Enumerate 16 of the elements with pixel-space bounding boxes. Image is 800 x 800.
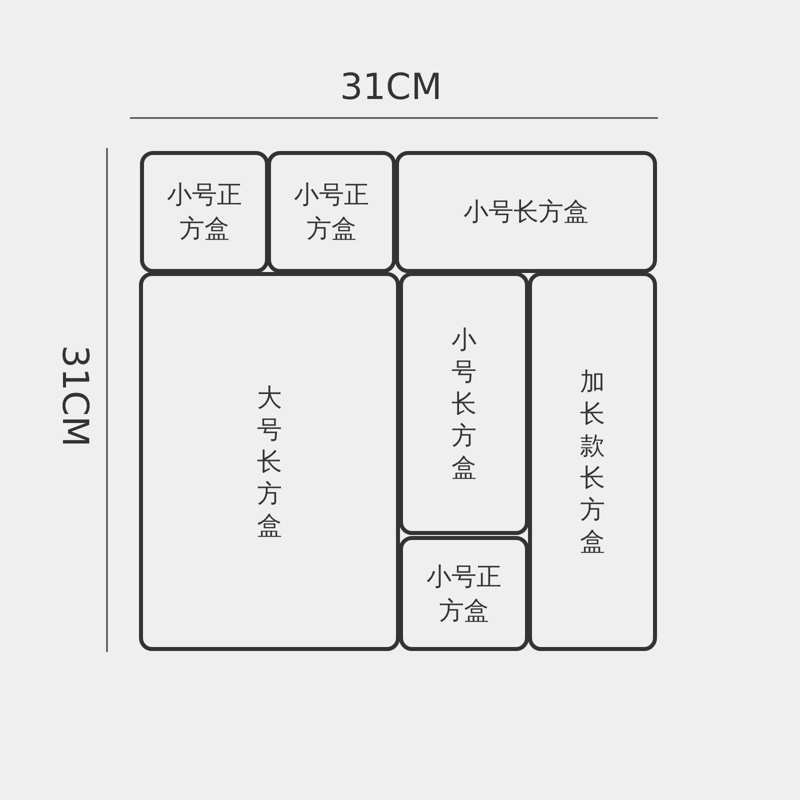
box-label: 小号正方盒 <box>426 560 502 626</box>
box-label: 加长款长方盒 <box>579 366 606 558</box>
storage-box <box>395 151 657 273</box>
box-label: 小号正方盒 <box>293 179 370 245</box>
box-label: 小号长方盒 <box>450 324 478 484</box>
storage-box <box>528 272 657 651</box>
dimension-label: 31CM <box>340 68 442 108</box>
box-label: 小号正方盒 <box>166 179 243 245</box>
storage-box <box>399 536 529 651</box>
storage-box <box>139 272 400 651</box>
dimension-label: 31CM <box>54 345 94 448</box>
box-label: 小号长方盒 <box>464 196 588 228</box>
storage-box <box>399 272 529 535</box>
box-label: 大号长方盒 <box>256 382 283 542</box>
storage-box <box>140 151 269 273</box>
storage-box <box>267 151 396 273</box>
